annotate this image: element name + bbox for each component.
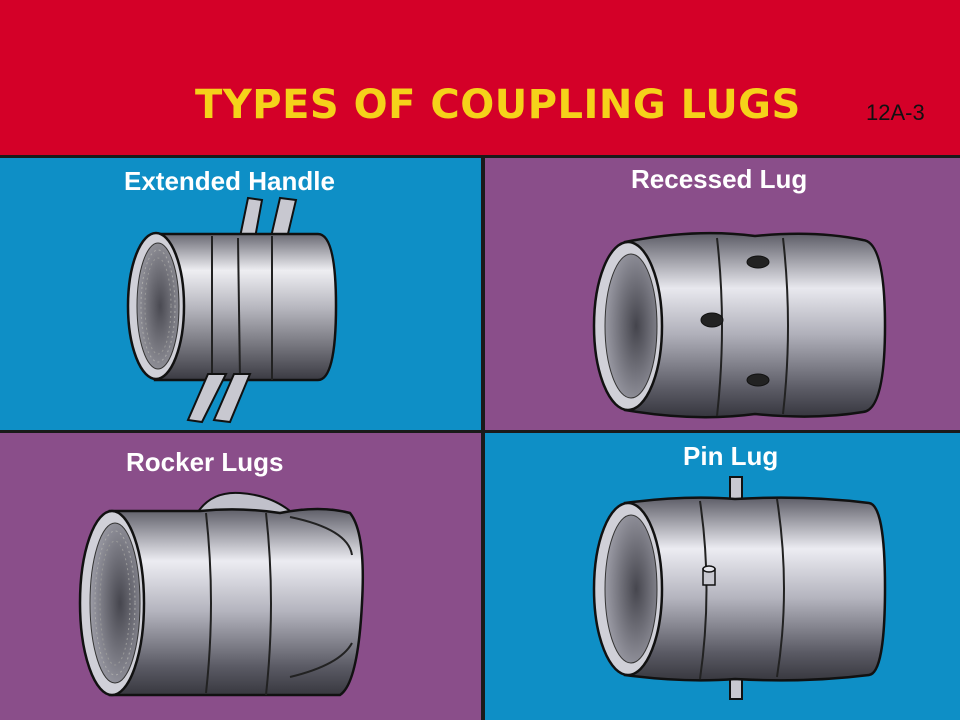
panel-label: Recessed Lug [631,164,808,194]
panel-extended-handle: Extended Handle [0,158,481,430]
panel-rocker-lugs: Rocker Lugs [0,433,481,720]
rocker-lugs-coupling-illustration [78,491,365,697]
recess-bottom [746,373,770,387]
panel-label: Pin Lug [683,441,779,471]
header-banner: TYPES OF COUPLING LUGS 12A-3 [0,0,960,155]
slide-code: 12A-3 [866,100,925,125]
recess-middle [700,312,724,328]
panel-label: Rocker Lugs [126,447,284,477]
panel-pin-lug: Pin Lug [485,433,960,720]
pin-lug-coupling-illustration [592,476,887,700]
handle-bottom-2 [212,373,252,424]
recessed-lug-coupling-illustration [592,231,887,419]
page-title: TYPES OF COUPLING LUGS [195,82,801,128]
panel-label: Extended Handle [124,166,335,196]
recess-top [746,255,770,269]
extended-handle-coupling-illustration [126,196,338,424]
handle-bottom-1 [186,373,228,424]
panel-recessed-lug: Recessed Lug [485,158,960,430]
